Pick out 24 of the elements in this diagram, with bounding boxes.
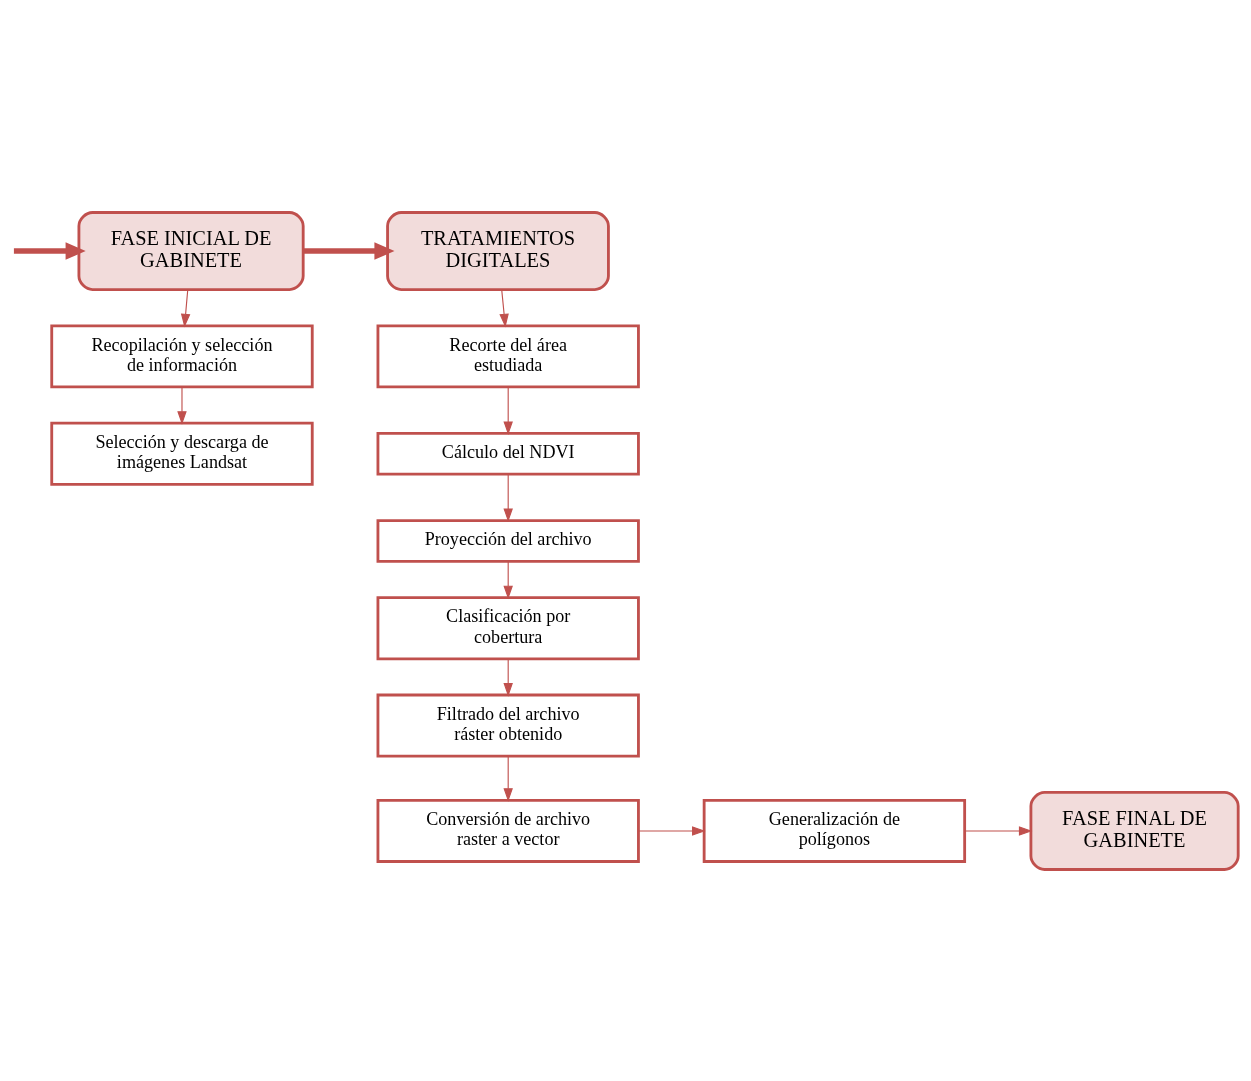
arrow xyxy=(13,241,86,260)
arrow xyxy=(503,657,513,697)
node-box: Recorte del área estudiada xyxy=(376,323,640,388)
arrow xyxy=(180,288,191,327)
arrow xyxy=(964,825,1033,836)
node-box: Filtrado del archivo ráster obtenido xyxy=(376,693,640,758)
arrow xyxy=(637,825,706,836)
arrow xyxy=(177,386,187,425)
node-box: Cálculo del NDVI xyxy=(376,431,640,476)
node-box: TRATAMIENTOS DIGITALES xyxy=(386,210,610,291)
arrow xyxy=(303,241,395,260)
node-box: Clasificación por cobertura xyxy=(376,595,640,660)
arrow xyxy=(503,755,513,802)
node-box: Proyección del archivo xyxy=(376,518,640,563)
node-box: Selección y descarga de imágenes Landsat xyxy=(50,421,314,486)
arrow xyxy=(499,288,509,327)
node-box: Generalización de polígonos xyxy=(702,798,967,863)
node-box: Conversión de archivo raster a vector xyxy=(376,798,640,863)
node-box: FASE INICIAL DE GABINETE xyxy=(77,210,305,291)
node-box: FASE FINAL DE GABINETE xyxy=(1029,790,1240,871)
arrow xyxy=(503,560,513,599)
node-box: Recopilación y selección de información xyxy=(50,323,314,388)
arrow xyxy=(503,473,513,522)
arrow xyxy=(503,386,513,435)
